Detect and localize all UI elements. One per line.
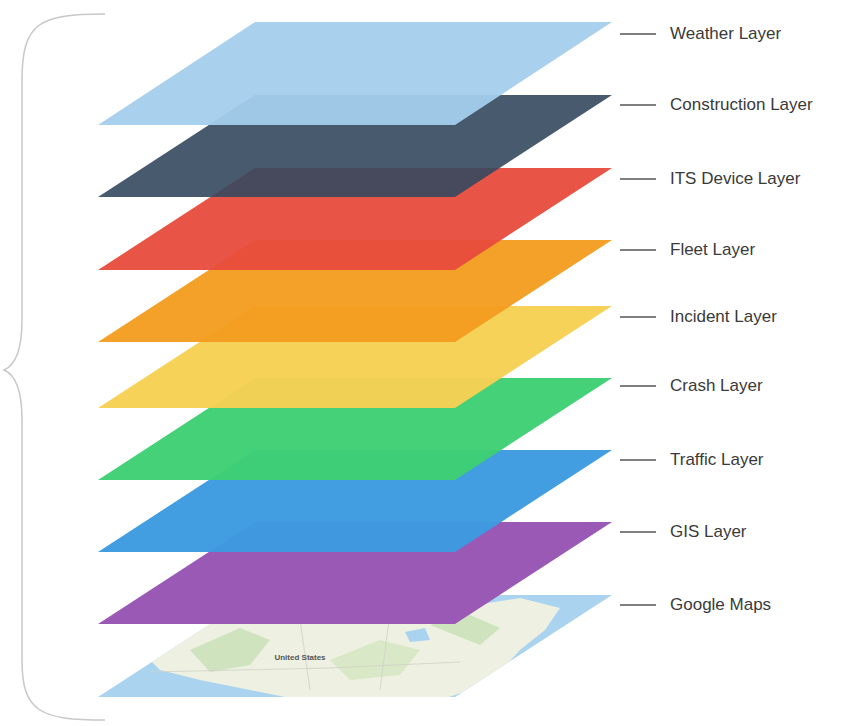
curly-bracket — [4, 14, 105, 720]
layer-label: GIS Layer — [670, 522, 747, 542]
leader-lines — [620, 34, 656, 605]
layer-label: Crash Layer — [670, 376, 763, 396]
layer-label: ITS Device Layer — [670, 169, 800, 189]
layer-label: Fleet Layer — [670, 240, 755, 260]
layer-label: Traffic Layer — [670, 450, 764, 470]
layer-label: Construction Layer — [670, 95, 813, 115]
layer-label: Weather Layer — [670, 24, 781, 44]
layer-label: Incident Layer — [670, 307, 777, 327]
map-place-label: United States — [274, 653, 325, 662]
layer-label: Google Maps — [670, 595, 771, 615]
weather-layer — [98, 22, 612, 125]
